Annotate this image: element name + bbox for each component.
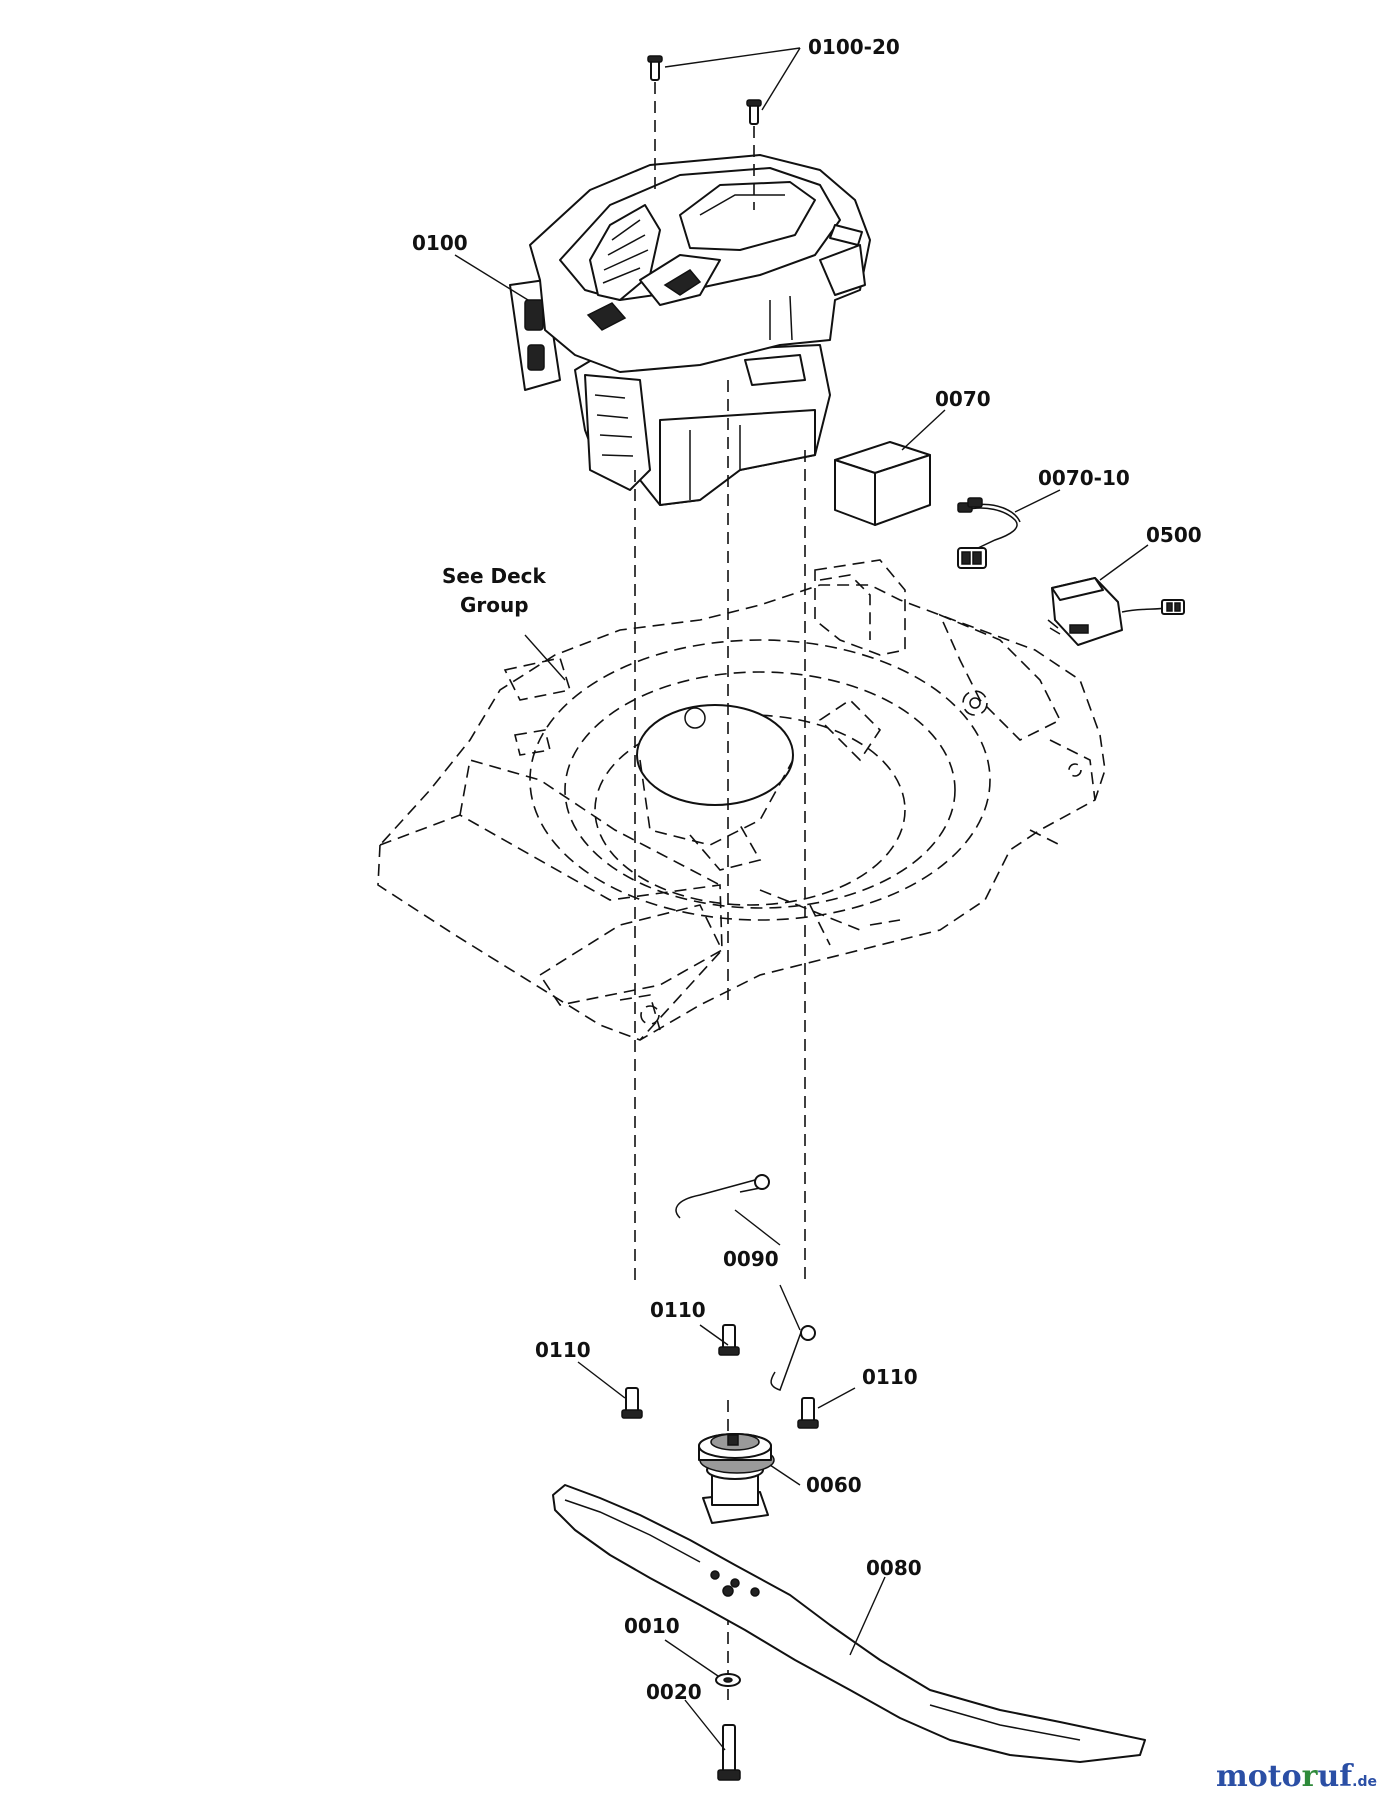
watermark-part1: moto bbox=[1216, 1759, 1302, 1794]
top-bolt-left bbox=[647, 55, 663, 81]
label-0070: 0070 bbox=[935, 387, 991, 411]
label-see-deck-line1: See Deck bbox=[442, 564, 547, 588]
label-0110-right: 0110 bbox=[862, 1365, 918, 1389]
leader-lines bbox=[454, 47, 1149, 1751]
wire-harness bbox=[957, 497, 1021, 569]
label-0020: 0020 bbox=[646, 1680, 702, 1704]
retainer-spring-lower bbox=[770, 1325, 816, 1391]
label-0110-left: 0110 bbox=[535, 1338, 591, 1362]
label-0010: 0010 bbox=[624, 1614, 680, 1638]
bolt-0110-center bbox=[718, 1324, 740, 1356]
label-0100: 0100 bbox=[412, 231, 468, 255]
battery bbox=[834, 441, 931, 526]
blade-adapter bbox=[698, 1433, 775, 1524]
watermark-logo: motoruf.de bbox=[1216, 1759, 1377, 1794]
label-0500: 0500 bbox=[1146, 523, 1202, 547]
watermark-part2: r bbox=[1301, 1759, 1318, 1794]
bolt-0110-right bbox=[797, 1397, 819, 1429]
watermark-suffix: .de bbox=[1352, 1774, 1377, 1790]
label-0110-center: 0110 bbox=[650, 1298, 706, 1322]
blade-bolt bbox=[717, 1724, 741, 1781]
label-0100-20: 0100-20 bbox=[808, 35, 900, 59]
mower-blade bbox=[552, 1484, 1146, 1763]
retainer-spring-upper bbox=[675, 1174, 770, 1219]
label-0090: 0090 bbox=[723, 1247, 779, 1271]
top-bolt-right bbox=[746, 99, 762, 125]
label-see-deck-line2: Group bbox=[460, 593, 529, 617]
watermark-part3: uf bbox=[1317, 1759, 1353, 1794]
engine-assembly bbox=[509, 154, 871, 506]
blade-washer bbox=[715, 1673, 741, 1687]
label-0080: 0080 bbox=[866, 1556, 922, 1580]
label-0070-10: 0070-10 bbox=[1038, 466, 1130, 490]
battery-charger bbox=[1047, 577, 1185, 646]
mower-deck bbox=[377, 559, 1106, 1041]
label-0060: 0060 bbox=[806, 1473, 862, 1497]
bolt-0110-left bbox=[621, 1387, 643, 1419]
